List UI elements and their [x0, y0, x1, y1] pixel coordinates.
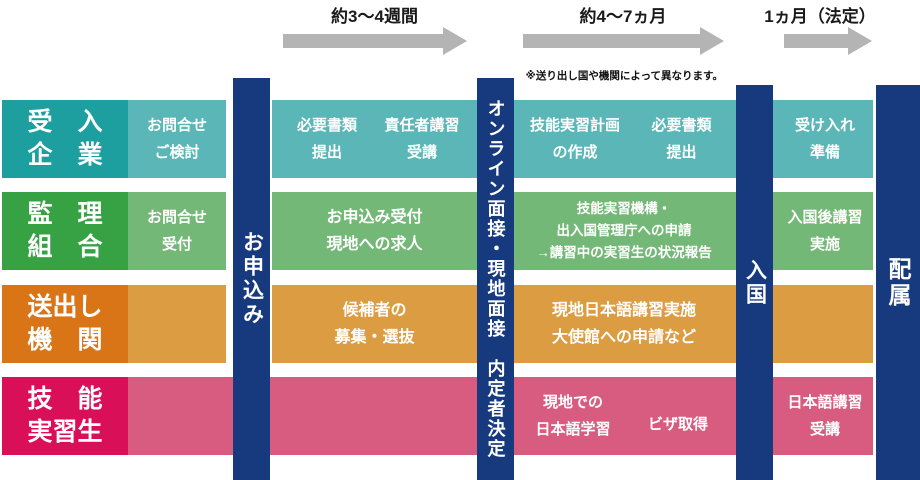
row2-stage1-band	[128, 192, 226, 270]
timeline-label-4-7-months: 約4〜7ヵ月	[579, 7, 667, 26]
timeline-arrow-3	[784, 34, 848, 48]
timeline-label-1-month: 1ヵ月（法定）	[764, 7, 876, 26]
milestone-bar-interview-decision: オンライン面接・現地面接 内定者決定	[477, 78, 514, 480]
cell-inquiry-consideration: お問合せ ご検討	[146, 117, 207, 161]
timeline-arrow-2	[523, 34, 700, 48]
cell-local-japanese-study: 現地での 日本語学習	[535, 394, 611, 438]
timeline-label-3-4-weeks: 約3〜4週間	[331, 7, 418, 26]
row1-stage1-band	[128, 100, 226, 178]
cell-acceptance-preparation: 受け入れ 準備	[794, 117, 855, 161]
timeline-footnote: ※送り出し国や機関によって異なります。	[525, 70, 723, 82]
cell-local-japanese-training-embassy: 現地日本語講習実施 大使館への申請など	[551, 302, 696, 346]
row-label-accepting-company: 受 入 企 業	[2, 100, 128, 178]
cell-manager-training: 責任者講習 受講	[384, 117, 460, 161]
milestone-bar-assignment: 配属	[876, 85, 920, 480]
cell-japanese-training-attendance: 日本語講習 受講	[787, 394, 863, 438]
cell-training-plan-creation: 技能実習計画 の作成	[529, 117, 620, 161]
milestone-bar-entry: 入国	[736, 85, 773, 480]
timeline-arrow-2-head	[700, 27, 724, 55]
row3-stage1-band	[128, 285, 226, 363]
cell-otit-immigration-application: 技能実習機構・ 出入国管理庁への申請 →講習中の実習生の状況報告	[536, 201, 712, 260]
timeline-arrow-1-head	[443, 27, 467, 55]
cell-required-documents-submit: 必要書類 提出	[296, 117, 357, 161]
cell-required-documents-submit-2: 必要書類 提出	[651, 117, 712, 161]
cell-post-entry-training: 入国後講習 実施	[787, 209, 863, 253]
cell-application-reception-local-recruiting: お申込み受付 現地への求人	[326, 209, 423, 253]
timeline-arrow-3-head	[848, 27, 872, 55]
timeline-arrow-1	[283, 34, 443, 48]
milestone-bar-application: お申込み	[233, 78, 270, 480]
row-label-intern-trainee: 技 能 実習生	[2, 377, 128, 455]
row-label-sending-organization: 送出し 機 関	[2, 285, 128, 363]
cell-inquiry-reception: お問合せ 受付	[146, 209, 207, 253]
row-label-supervising-association: 監 理 組 合	[2, 192, 128, 270]
cell-candidate-recruitment-selection: 候補者の 募集・選抜	[334, 302, 415, 346]
cell-visa-acquisition: ビザ取得	[647, 415, 708, 433]
